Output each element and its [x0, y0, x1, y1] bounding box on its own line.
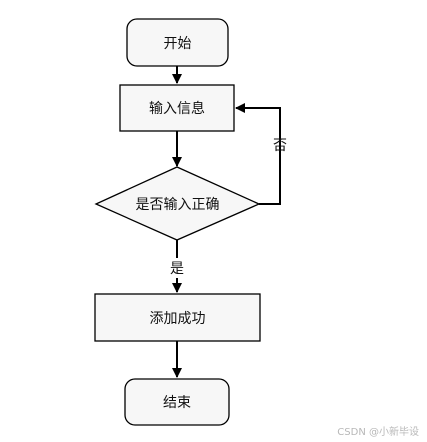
edge-label-yes: 是 — [170, 261, 184, 277]
end-node-label: 结束 — [163, 395, 191, 411]
decision-node-label: 是否输入正确 — [136, 197, 220, 213]
input-node-label: 输入信息 — [149, 100, 205, 117]
arrow-no-loop — [235, 103, 281, 205]
success-node-label: 添加成功 — [150, 311, 206, 327]
success-node — [94, 293, 261, 342]
decision-node — [94, 166, 261, 241]
edge-label-no: 否 — [273, 138, 287, 154]
watermark-text: CSDN @小新毕设 — [337, 425, 419, 438]
input-node — [119, 84, 235, 132]
start-node — [126, 18, 229, 67]
start-node-label: 开始 — [164, 36, 192, 52]
end-node — [124, 378, 230, 426]
